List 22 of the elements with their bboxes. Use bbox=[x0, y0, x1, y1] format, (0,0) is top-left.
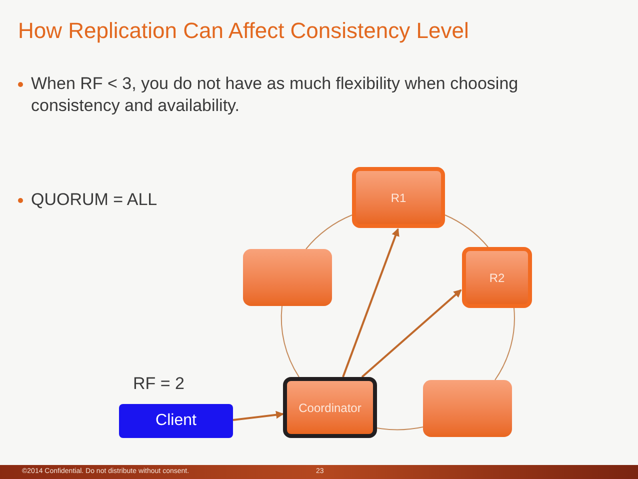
ring-line bbox=[494, 308, 515, 380]
node-box bbox=[462, 247, 532, 308]
node-box bbox=[119, 404, 233, 438]
node-label: Coordinator bbox=[298, 400, 362, 416]
note-label: RF = 2 bbox=[133, 373, 184, 395]
title: How Replication Can Affect Consistency Level bbox=[18, 17, 469, 45]
node-label: R2 bbox=[489, 270, 505, 286]
empty-box bbox=[423, 380, 512, 437]
ring-line bbox=[280, 306, 300, 378]
bullet-text: When RF < 3, you do not have as much flexibility when choosing consistency and availability. bbox=[31, 73, 520, 117]
empty-box bbox=[243, 249, 332, 306]
bullet-text: QUORUM = ALL bbox=[31, 189, 158, 211]
node-label: Client bbox=[156, 411, 196, 431]
arrow bbox=[232, 410, 284, 421]
node-box bbox=[283, 377, 377, 438]
arrow bbox=[342, 228, 400, 378]
ring-line bbox=[376, 426, 424, 430]
node-label: R1 bbox=[390, 190, 406, 206]
node-box bbox=[352, 167, 445, 228]
arrow bbox=[361, 289, 462, 378]
ring-line bbox=[306, 214, 352, 250]
ring-line bbox=[444, 214, 488, 248]
